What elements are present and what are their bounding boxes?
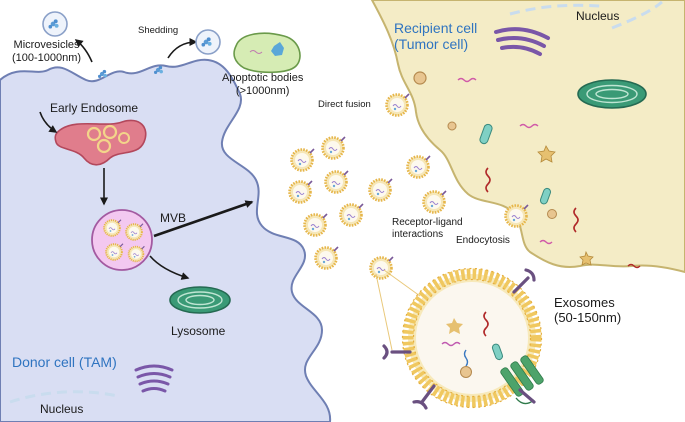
rna-strand-icon xyxy=(539,239,553,245)
arrow-icon xyxy=(74,39,93,63)
microvesicles-label-text: Microvesicles (100-1000nm) xyxy=(12,39,82,64)
rna-strand-icon xyxy=(627,263,641,269)
arrow-icon xyxy=(149,255,190,280)
early-endosome-label: Early Endosome xyxy=(50,101,139,115)
recipient-nucleus-label: Nucleus xyxy=(576,9,620,23)
protein-icon xyxy=(479,123,493,145)
direct-fusion-label: Direct fusion xyxy=(318,99,371,110)
protein-icon xyxy=(539,187,552,205)
callout-line xyxy=(375,273,393,351)
rna-strand-icon xyxy=(573,207,579,233)
protein-icon xyxy=(537,145,556,163)
microvesicles-label: Microvesicles (100-1000nm) xyxy=(12,39,81,64)
exosomes-label: Exosomes (50-150nm) xyxy=(554,295,622,326)
donor-cell-label: Donor cell (TAM) xyxy=(12,354,117,370)
recipient-cell xyxy=(370,0,685,274)
vesicle-dot xyxy=(547,209,557,219)
recipient-cell-label-text: Recipient cell (Tumor cell) xyxy=(394,20,478,53)
callout-line xyxy=(383,269,421,297)
rna-strand-icon xyxy=(457,77,477,83)
endocytosis-label: Endocytosis xyxy=(456,235,510,246)
apoptotic-bodies-label-text: Apoptotic bodies (>1000nm) xyxy=(222,72,304,97)
arrow-icon xyxy=(153,200,254,238)
donor-nucleus-label: Nucleus xyxy=(40,402,84,416)
mvb-icon xyxy=(91,209,153,271)
apoptotic-body-icon xyxy=(233,32,301,74)
exosomes-label-text: Exosomes (50-150nm) xyxy=(554,295,622,325)
lysosome-icon xyxy=(169,286,231,314)
golgi-icon xyxy=(494,27,550,56)
exosome-detail-icon xyxy=(382,267,544,410)
microvesicle-icon xyxy=(42,11,68,37)
mitochondrion-icon xyxy=(577,79,647,109)
recipient-cell-label: Recipient cell (Tumor cell) xyxy=(394,20,477,52)
recipient-nucleus-envelope-2 xyxy=(611,0,663,30)
rna-strand-icon xyxy=(485,167,491,193)
protein-icon xyxy=(579,250,594,266)
arrow-icon xyxy=(167,38,198,59)
lysosome-label: Lysosome xyxy=(171,324,226,338)
vesicle-dot xyxy=(447,121,457,131)
shed-vesicle-icon xyxy=(195,29,221,55)
vesicle-dot xyxy=(413,71,427,85)
early-endosome-icon xyxy=(54,119,147,166)
golgi-icon xyxy=(134,364,174,393)
recipient-nucleus-envelope xyxy=(509,3,601,16)
arrow-icon xyxy=(39,111,58,133)
apoptotic-bodies-label: Apoptotic bodies (>1000nm) xyxy=(222,72,303,97)
shedding-label: Shedding xyxy=(138,25,179,36)
donor-nucleus-envelope xyxy=(9,390,119,404)
receptor-ligand-label-text: Receptor-ligand interactions xyxy=(392,217,463,240)
budding-vesicle-cargo xyxy=(98,69,107,78)
mvb-label: MVB xyxy=(160,211,187,225)
receptor-ligand-label: Receptor-ligand interactions xyxy=(392,217,463,240)
rna-strand-icon xyxy=(519,123,539,129)
